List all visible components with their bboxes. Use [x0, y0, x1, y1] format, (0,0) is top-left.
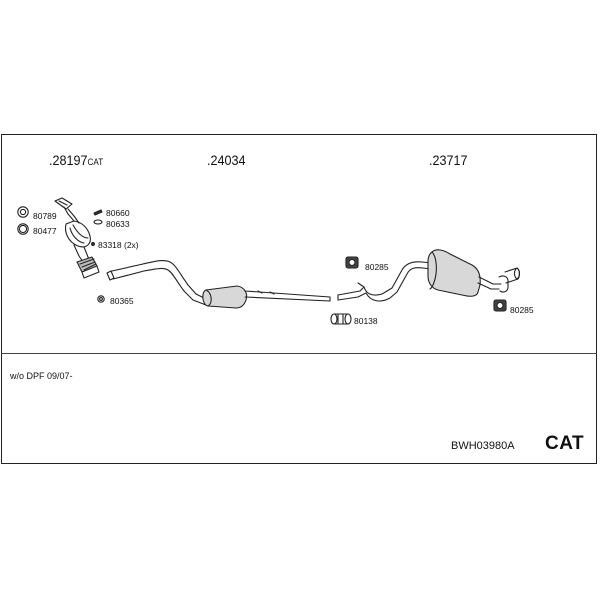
section-label-catalyst: .28197CAT — [49, 152, 104, 168]
part-label-80789: 80789 — [33, 211, 57, 221]
bolt-icon — [93, 209, 103, 216]
washer-icon — [93, 219, 103, 225]
rear-silencer-icon — [337, 249, 521, 302]
part-label-80138: 80138 — [354, 316, 378, 326]
part-label-80633: 80633 — [106, 219, 130, 229]
flat-gasket-icon — [17, 223, 29, 235]
fitment-note: w/o DPF 09/07- — [10, 371, 73, 381]
part-label-83318: 83318 (2x) — [98, 240, 139, 250]
diagram-frame — [1, 134, 597, 464]
middle-pipe-icon — [106, 259, 331, 309]
nut-icon — [91, 242, 95, 246]
section-label-rear: .23717 — [429, 152, 468, 168]
section-label-middle: .24034 — [207, 152, 246, 168]
catalytic-converter-icon — [54, 197, 100, 279]
part-label-80365: 80365 — [110, 296, 134, 306]
pipe-clamp-icon — [330, 313, 352, 325]
kit-code: BWH03980A — [451, 440, 515, 452]
kit-type-badge: CAT — [545, 433, 585, 454]
rubber-hanger-rear-icon — [493, 299, 507, 312]
gasket-small-icon — [97, 295, 105, 303]
section-divider — [1, 353, 597, 354]
rubber-hanger-icon — [345, 256, 359, 269]
part-label-80285-upper: 80285 — [365, 262, 389, 272]
part-label-80660: 80660 — [106, 208, 130, 218]
ring-gasket-icon — [17, 206, 29, 218]
part-label-80477: 80477 — [33, 226, 57, 236]
part-label-80285-lower: 80285 — [510, 305, 534, 315]
